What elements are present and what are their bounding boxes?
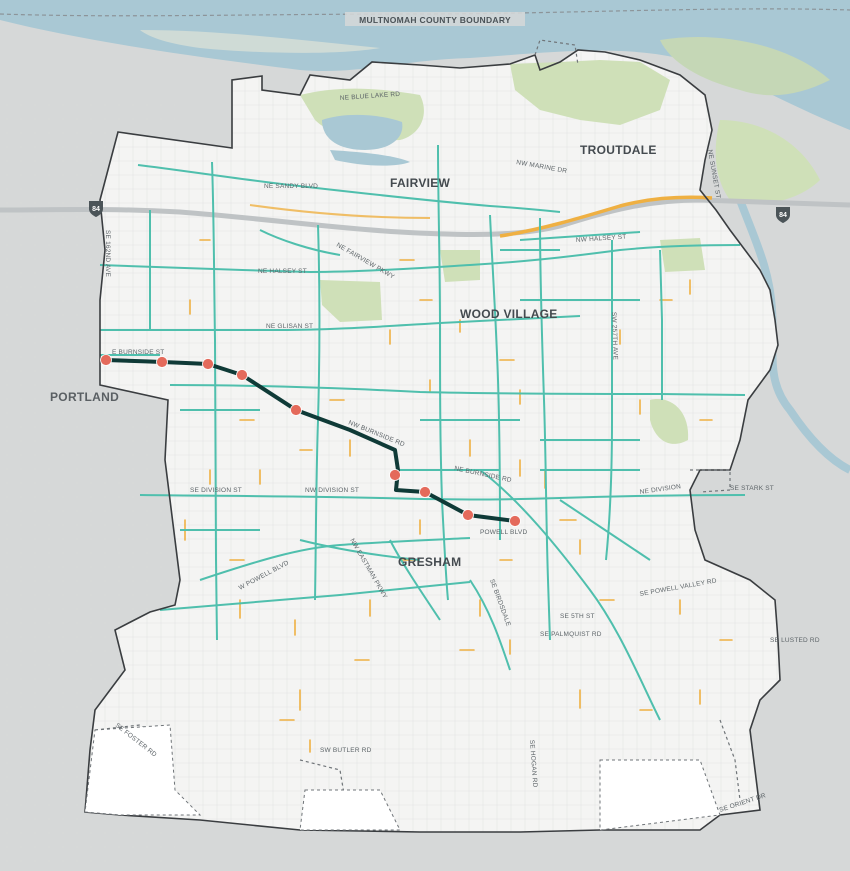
street-label-ne-glisan: NE GLISAN ST — [266, 323, 313, 330]
fairview-lake — [330, 150, 410, 166]
portland-label: PORTLAND — [50, 390, 119, 404]
ne-sandy-orange — [249, 204, 431, 219]
fairview-label: FAIRVIEW — [390, 176, 451, 190]
stop-1 — [100, 354, 112, 366]
wood-village-label: WOOD VILLAGE — [460, 307, 558, 321]
boundary-label-bg — [345, 12, 525, 26]
highway-shield-west: 84 — [89, 201, 103, 217]
shield-west-label: 84 — [92, 206, 100, 213]
street-label-162nd: SE 162ND AVE — [104, 230, 111, 278]
street-label-nw-halsey: NW HALSEY ST — [576, 233, 627, 244]
county-boundary-label: MULTNOMAH COUNTY BOUNDARY — [359, 15, 511, 25]
street-label-se-division: SE DIVISION ST — [190, 487, 242, 494]
excluded-areas — [84, 724, 721, 831]
street-label-butler: SW BUTLER RD — [320, 747, 372, 754]
shield-east-label: 84 — [779, 212, 787, 219]
stop-4 — [236, 369, 248, 381]
street-label-lusted: SE LUSTED RD — [770, 637, 820, 644]
city-boundary-outline — [84, 49, 781, 833]
stop-9 — [509, 515, 521, 527]
street-label-e-burnside: E BURNSIDE ST — [112, 349, 164, 356]
street-label-blue-lake: NE BLUE LAKE RD — [340, 91, 401, 102]
interstate-84-orange — [499, 195, 713, 238]
stop-5 — [290, 404, 302, 416]
street-label-stark: SE STARK ST — [730, 485, 774, 492]
interstate-84 — [0, 197, 850, 237]
gresham-label: GRESHAM — [398, 555, 461, 569]
stop-7 — [419, 486, 431, 498]
troutdale-label: TROUTDALE — [580, 143, 657, 157]
street-label-257th: SW 257TH AVE — [610, 312, 619, 361]
blue-lake — [322, 114, 403, 150]
street-label-nw-division: NW DIVISION ST — [305, 487, 359, 494]
street-label-palmquist: SE PALMQUIST RD — [540, 631, 602, 638]
highway-shield-east: 84 — [776, 207, 790, 223]
river-island-east — [660, 36, 830, 96]
street-label-ne-sandy: NE SANDY BLVD — [264, 183, 318, 190]
stop-8 — [462, 509, 474, 521]
route-stops — [100, 354, 521, 527]
street-label-ne-halsey: NE HALSEY ST — [258, 268, 307, 275]
street-label-hogan: SE HOGAN RD — [528, 740, 538, 788]
street-label-5th: SE 5TH ST — [560, 613, 595, 620]
street-label-powell: POWELL BLVD — [480, 529, 527, 536]
stop-3 — [202, 358, 214, 370]
stop-2 — [156, 356, 168, 368]
river-island — [140, 30, 380, 53]
stop-6 — [389, 469, 401, 481]
